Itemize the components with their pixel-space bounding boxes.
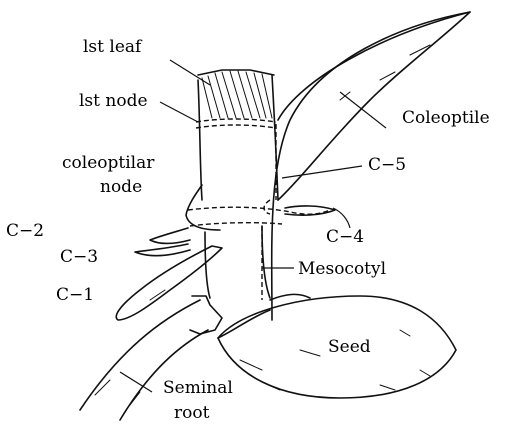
- label-first-leaf: lst leaf: [83, 37, 143, 57]
- label-first-node: lst node: [79, 91, 148, 111]
- leader-first-leaf: [170, 60, 210, 85]
- leader-c4: [333, 208, 350, 228]
- label-c2: C−2: [6, 221, 44, 241]
- c2-c3-buds-shape: [135, 228, 190, 256]
- leader-c5: [282, 166, 362, 178]
- label-c3: C−3: [60, 247, 98, 267]
- label-seed: Seed: [328, 337, 371, 357]
- label-coleoptilar-node-1: coleoptilar: [62, 153, 155, 173]
- label-seminal-root-1: Seminal: [163, 378, 233, 398]
- leader-coleoptile: [340, 92, 386, 128]
- first-leaf-shape: [198, 70, 274, 118]
- label-coleoptilar-node-2: node: [100, 177, 142, 197]
- seminal-root-shape: [80, 300, 208, 420]
- mesocotyl-shape: [190, 226, 270, 334]
- leader-first-node: [160, 102, 198, 122]
- label-mesocotyl: Mesocotyl: [298, 259, 386, 279]
- label-seminal-root-2: root: [174, 403, 210, 423]
- label-c5: C−5: [368, 155, 406, 175]
- label-c1: C−1: [56, 285, 94, 305]
- label-c4: C−4: [326, 227, 364, 247]
- coleoptilar-node-shape: [186, 124, 330, 230]
- label-coleoptile: Coleoptile: [402, 108, 490, 128]
